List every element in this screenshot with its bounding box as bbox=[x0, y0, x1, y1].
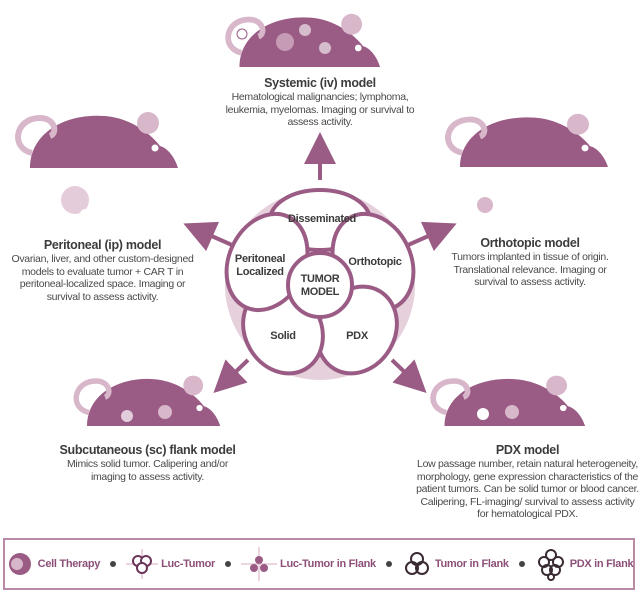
arrows bbox=[183, 132, 457, 394]
petal-peritoneal-localized: Peritoneal Localized bbox=[234, 253, 286, 278]
title: PDX model bbox=[495, 443, 560, 457]
desc: Tumors implanted in tissue of origin. Tr… bbox=[451, 251, 609, 288]
legend-label: Luc-Tumor in Flank bbox=[280, 558, 376, 570]
pdx-mouse bbox=[433, 376, 585, 426]
cell-therapy-icon bbox=[8, 553, 31, 575]
title: Orthotopic model bbox=[480, 236, 580, 250]
legend-label: PDX in Flank bbox=[569, 558, 634, 570]
petal-pdx: PDX bbox=[346, 330, 368, 342]
luc-tumor-flank-icon bbox=[241, 547, 278, 581]
legend-label: Luc-Tumor bbox=[161, 558, 216, 570]
tumor-flank-icon bbox=[404, 552, 429, 575]
separator-dot bbox=[225, 561, 232, 567]
orthotopic-mouse bbox=[448, 114, 608, 213]
petal-disseminated: Disseminated bbox=[288, 213, 356, 225]
separator-dot bbox=[518, 561, 525, 567]
desc: Mimics solid tumor. Calipering and/or im… bbox=[66, 458, 229, 483]
center-title: TUMOR MODEL bbox=[300, 273, 340, 298]
separator-dot bbox=[385, 561, 392, 567]
desc: Hematological malignancies; lymphoma, le… bbox=[225, 91, 415, 128]
tumor-model-flower bbox=[224, 188, 416, 380]
luc-tumor-icon bbox=[126, 549, 159, 579]
title: Systemic (iv) model bbox=[264, 76, 376, 90]
systemic-mouse bbox=[228, 14, 380, 67]
petal-solid: Solid bbox=[270, 330, 296, 342]
title: Peritoneal (ip) model bbox=[43, 238, 162, 252]
legend-label: Tumor in Flank bbox=[434, 558, 509, 570]
legend: Cell Therapy Luc-Tumor Luc-Tumor in Flan… bbox=[3, 538, 635, 590]
desc: Ovarian, liver, and other custom-designe… bbox=[11, 253, 194, 303]
title: Subcutaneous (sc) flank model bbox=[59, 443, 236, 457]
desc: Low passage number, retain natural heter… bbox=[416, 458, 639, 520]
separator-dot bbox=[110, 561, 117, 567]
subcutaneous-mouse bbox=[76, 376, 220, 426]
pdx-flank-icon bbox=[537, 549, 564, 581]
legend-label: Cell Therapy bbox=[37, 558, 101, 570]
peritoneal-mouse bbox=[18, 112, 178, 223]
petal-orthotopic: Orthotopic bbox=[348, 256, 402, 268]
